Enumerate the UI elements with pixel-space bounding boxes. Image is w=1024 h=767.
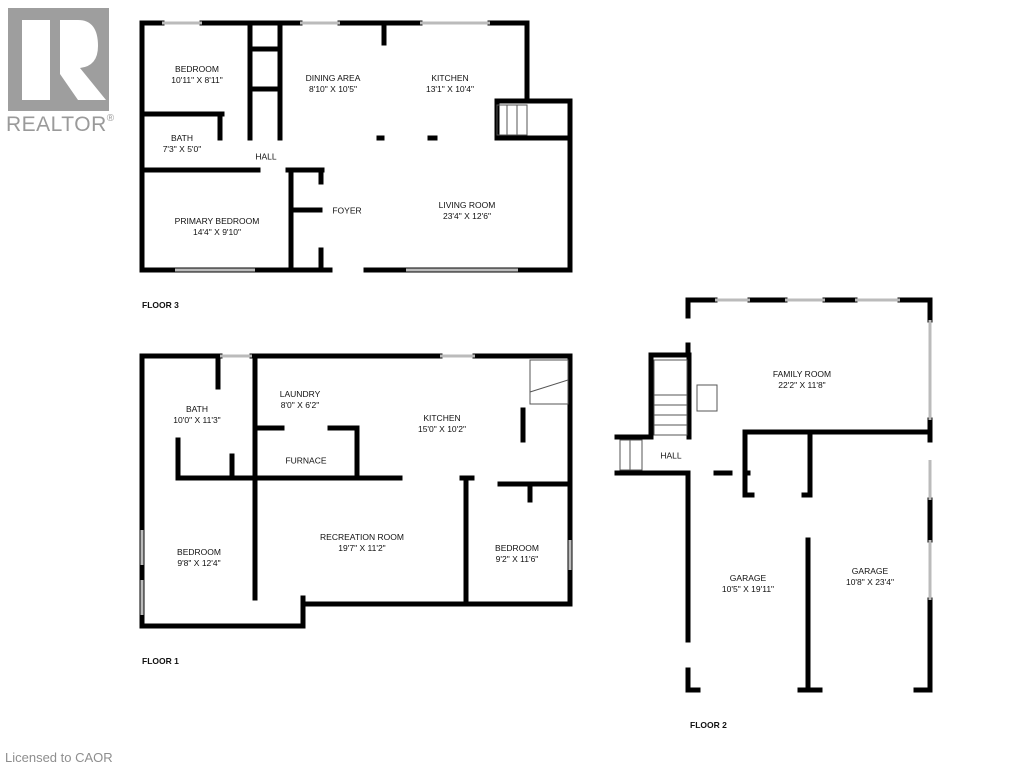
floor-1-walls xyxy=(139,353,573,629)
floor-label: FLOOR 2 xyxy=(690,720,727,730)
realtor-logo-mark xyxy=(8,8,109,111)
realtor-logo-text: REALTOR® xyxy=(6,113,115,136)
stairs xyxy=(496,104,718,471)
room-label: FURNACE xyxy=(285,455,327,466)
floor-label: FLOOR 1 xyxy=(142,656,179,666)
room-label: HALL xyxy=(255,151,277,162)
floor-label: FLOOR 3 xyxy=(142,300,179,310)
room-label: HALL xyxy=(660,450,682,461)
room-label: FOYER xyxy=(332,205,362,216)
license-text: Licensed to CAOR xyxy=(5,750,113,765)
floor-2-walls xyxy=(614,297,933,693)
realtor-r-icon xyxy=(22,20,106,100)
windows xyxy=(140,21,932,615)
